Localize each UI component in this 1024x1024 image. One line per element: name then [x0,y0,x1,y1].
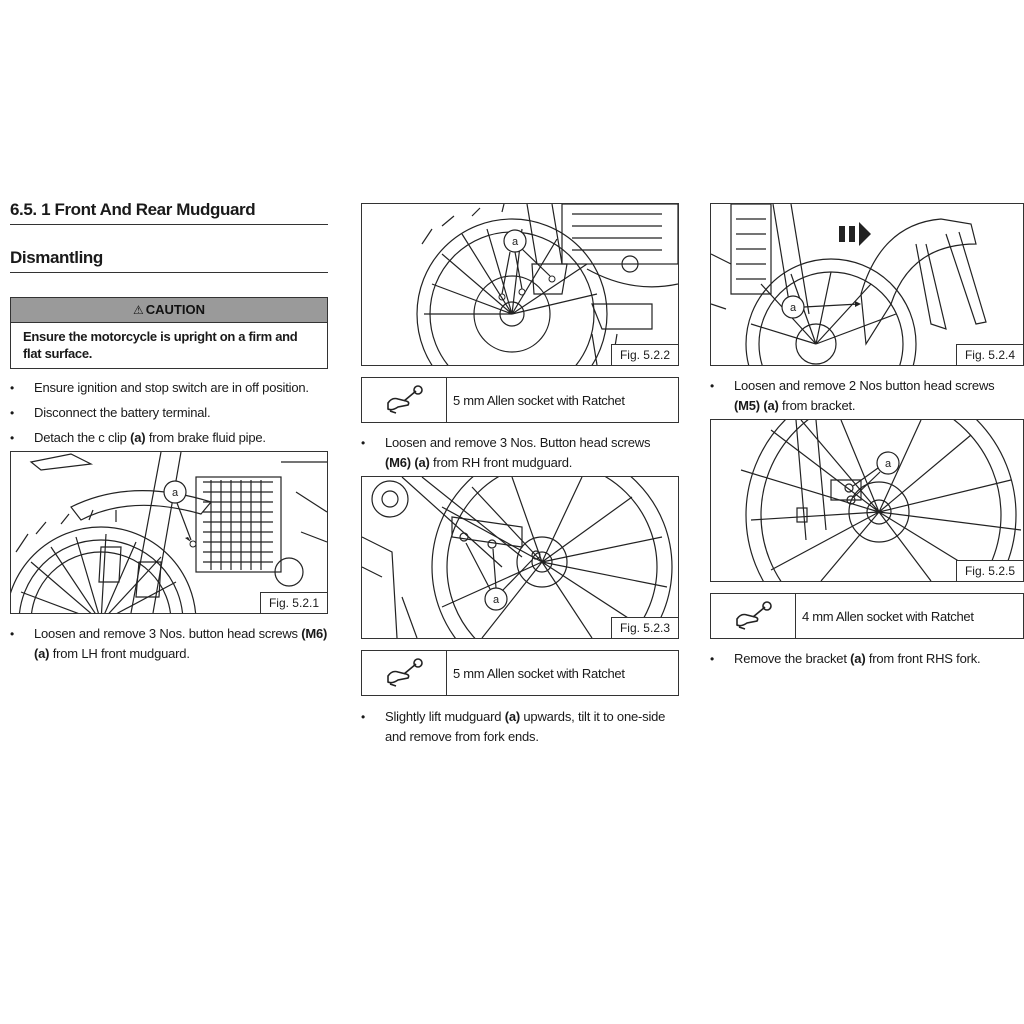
col1-bullet-list-2: Loosen and remove 3 Nos. button head scr… [10,624,330,669]
tool-label: 4 mm Allen socket with Ratchet [802,608,974,624]
list-item: Loosen and remove 2 Nos button head scre… [710,376,1022,416]
caution-heading: CAUTION [145,302,205,317]
bracket-removal-illustration: a [740,420,1022,581]
callout-label: a [493,594,500,606]
subsection-title: Dismantling [10,248,328,273]
figure-5-2-1: a Fig. 5.2.1 [10,451,328,614]
caution-triangle-icon: ⚠ [133,303,144,317]
list-item: Ensure ignition and stop switch are in o… [10,378,330,398]
tool-box-1: 5 mm Allen socket with Ratchet [361,377,679,423]
callout-label: a [172,487,179,499]
tool-label: 5 mm Allen socket with Ratchet [453,665,625,681]
section-title: 6.5. 1 Front And Rear Mudguard [10,200,328,225]
callout-label: a [790,302,797,314]
caution-text: Ensure the motorcycle is upright on a fi… [23,329,298,361]
list-item: Loosen and remove 3 Nos. Button head scr… [361,433,677,473]
col3-bullet-list-1: Loosen and remove 2 Nos button head scre… [710,376,1022,421]
list-item: Disconnect the battery terminal. [10,403,330,423]
figure-5-2-4: a Fig. 5.2.4 [710,203,1024,366]
list-item: Loosen and remove 3 Nos. button head scr… [10,624,330,664]
figure-5-2-3: a Fig. 5.2.3 [361,476,679,639]
tool-box-2: 5 mm Allen socket with Ratchet [361,650,679,696]
list-item: Slightly lift mudguard (a) upwards, tilt… [361,707,677,747]
figure-5-2-2: a Fig. 5.2.2 [361,203,679,366]
figure-label: Fig. 5.2.5 [955,560,1023,581]
caution-header: ⚠CAUTION [11,298,327,323]
wrench-hand-icon [362,378,447,422]
wrench-hand-icon [711,594,796,638]
list-item: Detach the c clip (a) from brake fluid p… [10,428,330,448]
callout-label: a [512,236,519,248]
front-wheel-disc-illustration: a [416,204,678,365]
motorcycle-front-lh-illustration: a [11,452,327,613]
list-item: Remove the bracket (a) from front RHS fo… [710,649,1022,669]
figure-5-2-5: a Fig. 5.2.5 [710,419,1024,582]
col3-bullet-list-2: Remove the bracket (a) from front RHS fo… [710,649,1022,674]
rh-fork-screws-illustration: a [362,477,673,638]
figure-label: Fig. 5.2.1 [259,592,327,613]
wrench-hand-icon [362,651,447,695]
col2-bullet-list-2: Slightly lift mudguard (a) upwards, tilt… [361,707,677,752]
callout-label: a [885,458,892,470]
tool-label: 5 mm Allen socket with Ratchet [453,392,625,408]
mudguard-removal-illustration: a [711,204,987,365]
figure-label: Fig. 5.2.4 [955,344,1023,365]
col2-bullet-list-1: Loosen and remove 3 Nos. Button head scr… [361,433,677,478]
figure-label: Fig. 5.2.2 [610,344,678,365]
tool-box-3: 4 mm Allen socket with Ratchet [710,593,1024,639]
col1-bullet-list: Ensure ignition and stop switch are in o… [10,378,330,453]
figure-label: Fig. 5.2.3 [610,617,678,638]
caution-box: ⚠CAUTION Ensure the motorcycle is uprigh… [10,297,328,369]
